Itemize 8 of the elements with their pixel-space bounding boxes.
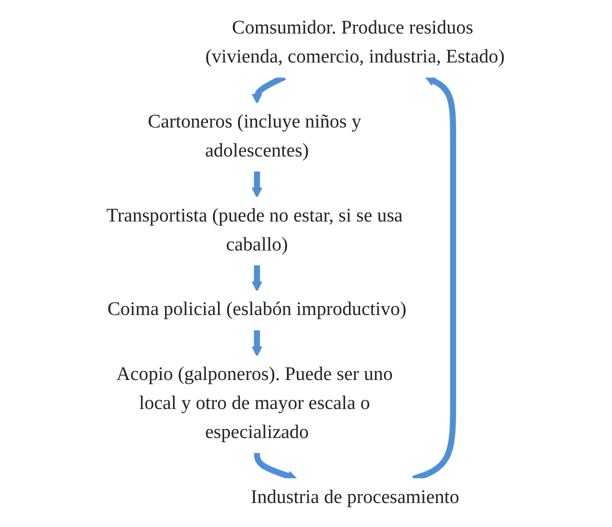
arrow <box>252 328 262 357</box>
node-text: Acopio (galponeros). Puede ser uno local y otro de mayor escala o especializado <box>116 364 393 443</box>
node-text: Comsumidor. Produce residuos (vivienda, comercio, industria, Estado) <box>205 18 505 68</box>
node-text: Cartoneros (incluye niños y adolescentes) <box>148 112 362 162</box>
node-text: Transportista (puede no estar, si se usa caballo) <box>106 206 403 256</box>
arrow <box>252 264 262 292</box>
arrow <box>252 170 262 198</box>
node-text: Coima policial (eslabón improductivo) <box>108 300 406 320</box>
